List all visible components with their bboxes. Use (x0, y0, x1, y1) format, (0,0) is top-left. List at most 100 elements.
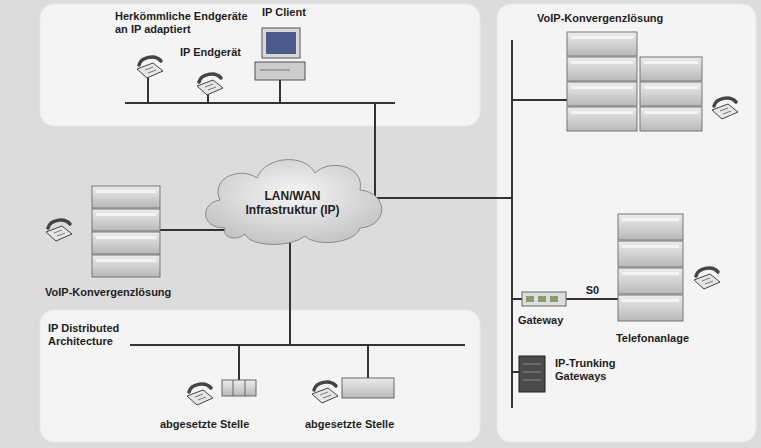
bus-lines (512, 99, 567, 101)
site-label: abgesetzte Stelle (160, 418, 260, 434)
gateway-device (342, 378, 394, 398)
bus-lines (160, 229, 175, 231)
bus-lines (374, 103, 376, 126)
server-strips (96, 236, 156, 239)
group-panel: GatewayTelefonanlageIP-Trunking Gateways… (497, 4, 756, 442)
pc-icon (262, 28, 300, 58)
node-label: VoIP-Konvergenzlösung (45, 286, 171, 299)
pc-icon (255, 28, 305, 80)
bus-lines (512, 298, 522, 300)
node-label: abgesetzte Stelle (305, 418, 394, 431)
phone-icons (46, 57, 738, 405)
server-strips (571, 36, 633, 39)
bus-lines (374, 148, 376, 200)
server-stack (92, 255, 160, 277)
network-link (289, 248, 291, 310)
network-link (390, 197, 497, 199)
node-label: Telefonanlage (616, 332, 689, 345)
server-strips (96, 213, 156, 216)
interface-label: S0 (584, 284, 601, 296)
gateway-device (222, 292, 566, 398)
trunking-device (523, 364, 541, 365)
site-label: abgesetzte Stelle (305, 418, 405, 434)
group-heading: VoIP-Konvergenzlösung (537, 12, 663, 25)
node-label: abgesetzte Stelle (160, 418, 249, 431)
gateway-device (526, 296, 534, 302)
server-stack (618, 268, 683, 294)
server-strips (644, 111, 698, 114)
bus-lines (497, 197, 512, 199)
phone-icons (312, 382, 338, 403)
node-label: IP Client (262, 6, 306, 19)
server-stack (92, 186, 160, 208)
phone-icons (694, 268, 720, 289)
node-label: LAN/WAN Infrastruktur (IP) (238, 189, 348, 218)
bus-lines (147, 75, 149, 103)
server-strips (96, 259, 156, 262)
phone-icons (712, 98, 738, 119)
server-strips (622, 299, 679, 302)
server-stack (640, 57, 702, 81)
gateway-device (538, 296, 546, 302)
network-cloud: LAN/WAN Infrastruktur (IP) (195, 148, 390, 248)
server-stack (618, 241, 683, 267)
bus-lines (367, 345, 369, 378)
bus-lines (279, 80, 281, 103)
bus-lines (238, 345, 240, 380)
server-strips (622, 218, 679, 221)
bus-lines (511, 40, 513, 408)
server-stack (640, 82, 702, 106)
gateway-node: Gateway (518, 288, 580, 330)
bus-lines (289, 310, 291, 345)
server-stack (618, 214, 683, 240)
server-strips (622, 245, 679, 248)
phone-icons (187, 384, 213, 405)
node-label: IP Endgerät (180, 46, 241, 59)
cloud-outline (206, 160, 382, 245)
trunking-device (519, 356, 545, 392)
server-stack (567, 57, 637, 81)
pc-icon (255, 62, 305, 80)
server-stack (92, 209, 160, 231)
device-label: IP Endgerät (180, 46, 252, 62)
bus-lines (125, 102, 395, 104)
phone-icons (46, 220, 72, 241)
phone-icons (137, 57, 163, 78)
server-strips (571, 86, 633, 89)
node-label: IP-Trunking Gateways (555, 357, 655, 383)
server-strips (571, 111, 633, 114)
group-panel: abgesetzte Stelle abgesetzte Stelle IP Dis… (40, 310, 480, 442)
gateway-device (550, 296, 558, 302)
node-label: Gateway (518, 314, 563, 327)
server-strips (644, 86, 698, 89)
bus-lines (605, 298, 618, 300)
bus-lines (566, 298, 580, 300)
network-link (580, 298, 605, 300)
panel-ground (497, 4, 756, 442)
server-stack (567, 107, 637, 131)
panel-ground (40, 4, 480, 126)
server-stack (567, 82, 637, 106)
server-strips (644, 61, 698, 64)
server-strips (96, 190, 156, 193)
group-heading: Herkömmliche Endgeräte an IP adaptiert (115, 10, 255, 36)
server-strips (622, 272, 679, 275)
bus-lines (130, 344, 465, 346)
server-strips (571, 61, 633, 64)
trunking-node: IP-Trunking Gateways (553, 355, 663, 387)
server-stack (567, 32, 637, 56)
server-stack (92, 32, 702, 321)
device-label: IP Client (262, 6, 326, 22)
server-node: VoIP-Konvergenzlösung (40, 180, 175, 305)
trunking-device (523, 372, 541, 373)
bus-lines (512, 371, 519, 373)
group-heading: IP Distributed Architecture (48, 322, 138, 348)
pc-icon (260, 70, 290, 71)
server-strips (96, 36, 698, 302)
gateway-device (233, 380, 234, 396)
server-stack (618, 295, 683, 321)
